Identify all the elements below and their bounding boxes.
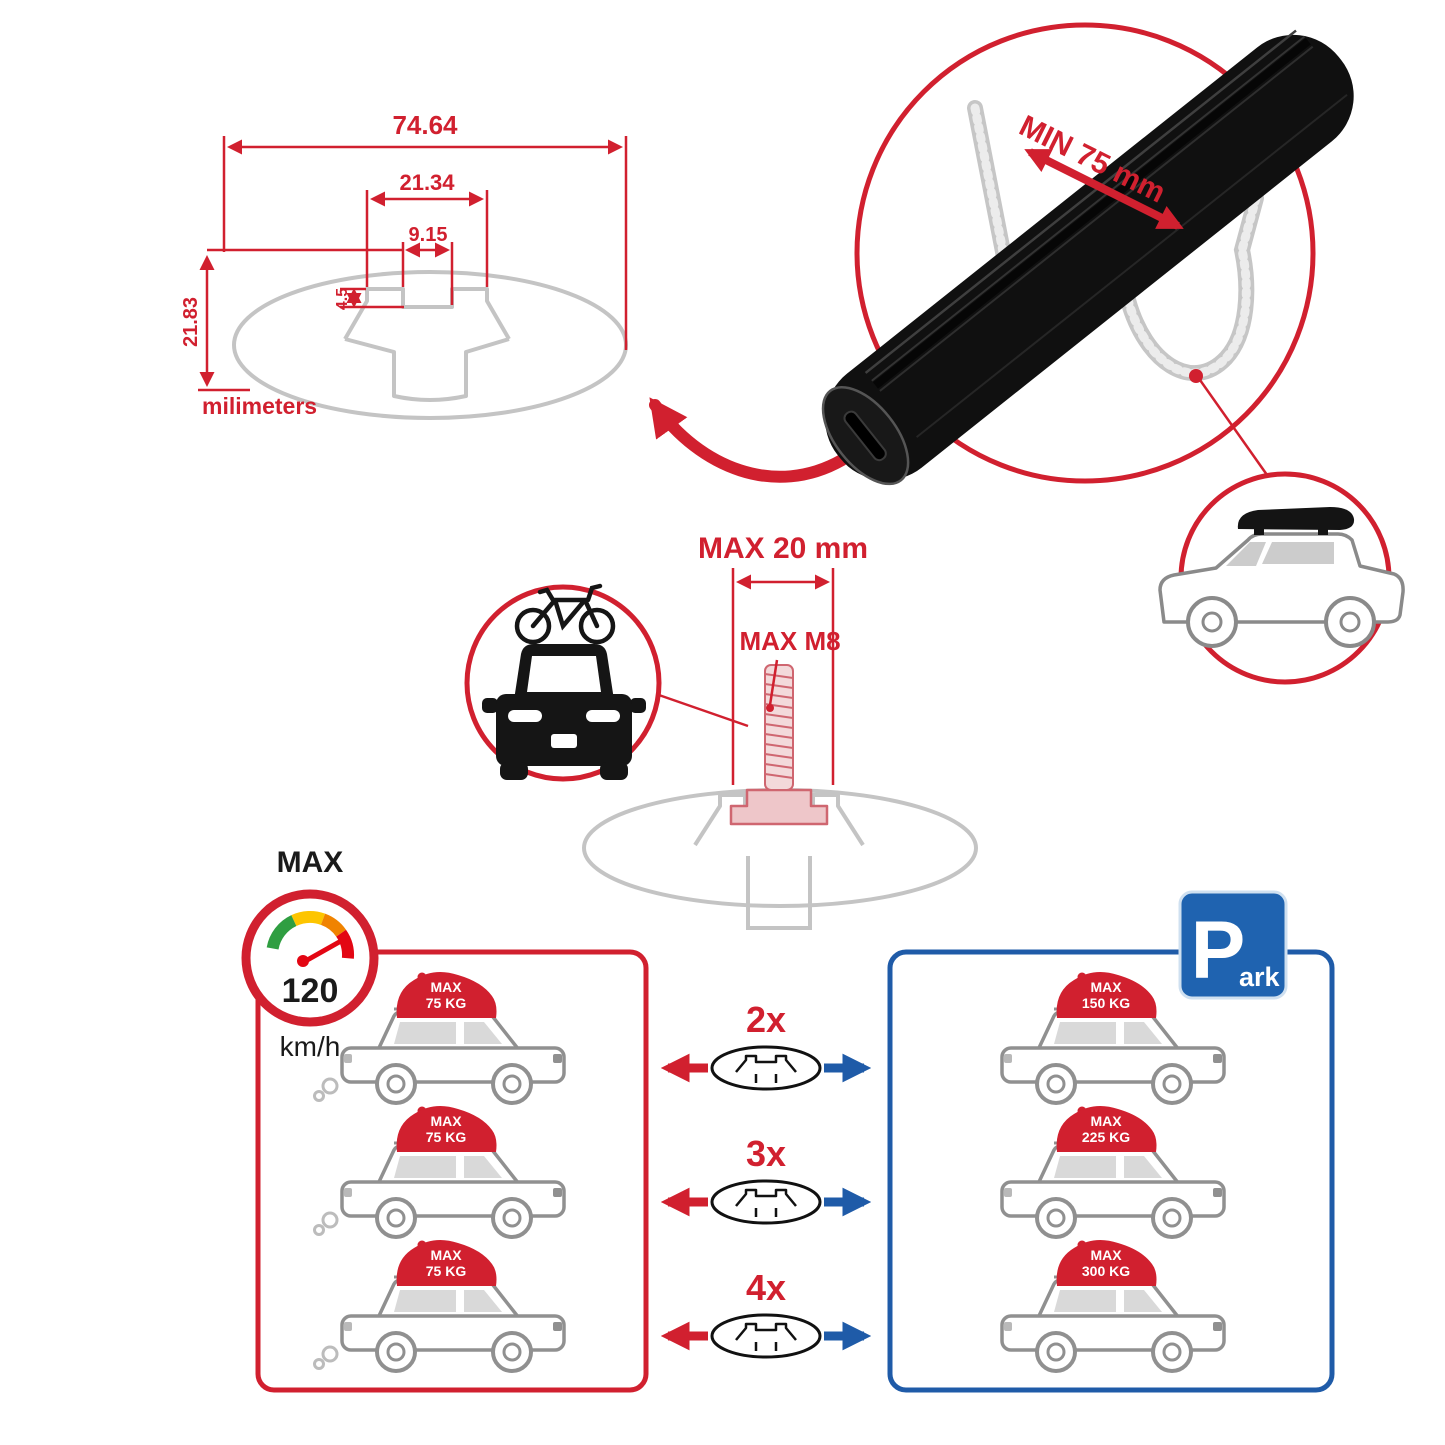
max-thread-label: MAX M8	[739, 626, 840, 656]
car-front-bike-icon	[482, 583, 646, 780]
bolt-spec-detail: MAX 20 mm MAX M8	[464, 532, 978, 930]
bag-label: MAX	[1090, 1113, 1122, 1129]
bar-count: 2x	[746, 999, 786, 1040]
dim-total-width: 74.64	[392, 110, 458, 140]
bag-label: MAX	[430, 1247, 462, 1263]
bar-count: 3x	[746, 1133, 786, 1174]
park-sign-suffix: ark	[1239, 962, 1281, 992]
capacity-comparison: P ark MAX 75 KG 2x MAX 150 KG MAX	[255, 890, 1335, 1393]
bag-label: MAX	[430, 979, 462, 995]
thread-leader-dot	[766, 704, 774, 712]
t-slot-nut	[729, 788, 829, 826]
t-slot-profile-stem	[344, 337, 510, 402]
dim-slot-width: 9.15	[409, 224, 448, 246]
pointer-arrow	[649, 397, 848, 483]
bag-label: MAX	[430, 1113, 462, 1129]
suv-with-roofbox-icon	[1158, 507, 1405, 648]
profile-stem	[746, 856, 812, 930]
bag-label: 300 KG	[1082, 1263, 1130, 1279]
leader-to-bolt	[655, 692, 749, 728]
clamp-circle-detail: MIN 75 mm	[821, 22, 1354, 486]
detail-circle	[854, 22, 1316, 484]
bag-label: MAX	[1090, 1247, 1122, 1263]
gauge-pivot	[297, 955, 309, 967]
park-sign: P ark	[1178, 890, 1288, 1000]
bag-label: 75 KG	[426, 995, 467, 1011]
crossbar-icon	[710, 1045, 822, 1091]
units-label: milimeters	[202, 393, 317, 419]
clamp-point-dot	[1189, 369, 1203, 383]
dim-slot-depth: 4.5	[334, 288, 351, 310]
speed-max-label: MAX	[277, 846, 344, 879]
min-span-arrow	[1024, 148, 1184, 230]
gauge-arc	[266, 911, 355, 959]
speed-units: km/h	[280, 1031, 341, 1062]
park-sign-plate	[1178, 890, 1288, 1000]
bolt-dimension-lines	[731, 568, 835, 785]
crossbar-icon	[710, 1313, 822, 1359]
t-slot-profile	[343, 287, 511, 341]
max-length-label: MAX 20 mm	[698, 532, 868, 565]
cross-section-diagram: 74.64 21.34 9.15 21.83 4.5 milimeters	[180, 110, 848, 483]
bag-label: 225 KG	[1082, 1129, 1130, 1145]
mounting-bolt-illustration	[764, 664, 794, 791]
u-bolt	[967, 100, 1264, 382]
dim-channel-width: 21.34	[399, 170, 455, 195]
leader-to-suv-badge	[1198, 379, 1274, 483]
roofbox-car-badge	[1158, 471, 1405, 685]
crossbar-icon	[710, 1179, 822, 1225]
capacity-row: MAX 75 KG 2x MAX 150 KG	[313, 971, 1226, 1105]
speed-value: 120	[282, 972, 339, 1010]
bag-label: 150 KG	[1082, 995, 1130, 1011]
roofbox-icon	[1237, 507, 1355, 535]
bag-label: 75 KG	[426, 1129, 467, 1145]
capacity-row: MAX 75 KG 4x MAX 300 KG	[313, 1239, 1226, 1373]
capacity-row: MAX 75 KG 3x MAX 225 KG	[313, 1105, 1226, 1239]
bag-label: 75 KG	[426, 1263, 467, 1279]
speed-limit-gauge: MAX 120 km/h	[241, 846, 379, 1062]
crossbar-3d	[821, 29, 1354, 486]
dimension-lines	[198, 136, 628, 392]
bag-label: MAX	[1090, 979, 1122, 995]
bar-count: 4x	[746, 1267, 786, 1308]
dim-total-height: 21.83	[180, 297, 202, 347]
park-sign-letter: P	[1191, 905, 1246, 996]
